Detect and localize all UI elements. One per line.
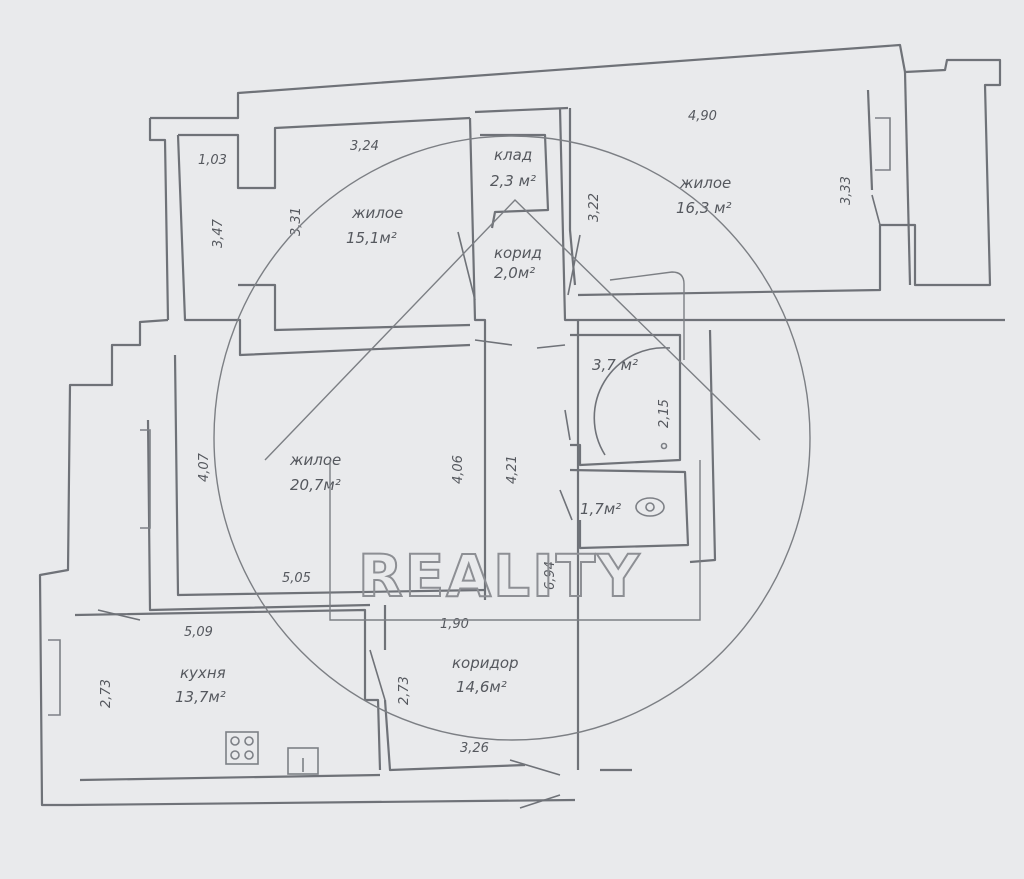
dimension-label: 1,90 xyxy=(440,617,469,632)
room-name: коридор xyxy=(452,654,519,672)
room-labels: жилое 15,1м² клад 2,3 м² жилое 16,3 м² к… xyxy=(175,146,732,706)
dimension-label: 3,47 xyxy=(211,218,226,248)
watermark-circle xyxy=(213,135,811,741)
room-area: 20,7м² xyxy=(290,476,341,494)
dimension-label: 4,90 xyxy=(688,109,717,124)
dimension-label: 6,94 xyxy=(543,561,558,590)
dimension-label: 4,07 xyxy=(197,452,212,482)
room-area: 2,3 м² xyxy=(490,172,536,190)
room-area: 16,3 м² xyxy=(676,199,732,217)
dimension-label: 2,15 xyxy=(657,399,672,428)
watermark-house-icon xyxy=(264,199,761,461)
dimension-label: 2,73 xyxy=(99,679,114,708)
room-area: 1,7м² xyxy=(580,500,621,518)
dimension-label: 3,31 xyxy=(289,207,304,236)
room-name: жилое xyxy=(679,174,731,192)
dimension-label: 2,73 xyxy=(397,676,412,705)
room-name: клад xyxy=(494,146,532,164)
shower-drain-icon xyxy=(660,442,668,450)
room-name: корид xyxy=(494,244,542,262)
dimension-labels: 1,03 3,24 4,90 3,47 3,31 3,22 3,33 4,07 … xyxy=(99,109,854,756)
stove-icon xyxy=(225,731,259,765)
dimension-label: 5,09 xyxy=(184,625,213,640)
dimension-label: 4,06 xyxy=(451,455,466,484)
dimension-label: 3,26 xyxy=(460,741,489,756)
dimension-label: 3,24 xyxy=(350,139,379,154)
doors xyxy=(97,194,881,809)
room-name: кухня xyxy=(180,664,226,682)
room-area: 14,6м² xyxy=(456,678,507,696)
room-area: 3,7 м² xyxy=(592,356,638,374)
dimension-label: 5,05 xyxy=(282,571,311,586)
watermark: REALITY xyxy=(213,135,811,741)
interior-walls xyxy=(48,89,891,772)
sink-icon xyxy=(287,747,319,775)
dimension-label: 3,22 xyxy=(587,193,602,222)
dimension-label: 4,21 xyxy=(505,455,520,484)
outer-walls xyxy=(38,43,1005,807)
room-area: 2,0м² xyxy=(494,264,535,282)
fixtures xyxy=(225,442,668,775)
room-name: жилое xyxy=(289,451,341,469)
dimension-label: 3,33 xyxy=(839,176,854,205)
toilet-icon xyxy=(635,497,665,517)
room-name: жилое xyxy=(351,204,403,222)
dimension-label: 1,03 xyxy=(198,153,227,168)
room-area: 13,7м² xyxy=(175,688,226,706)
watermark-brand: REALITY xyxy=(358,542,641,610)
room-area: 15,1м² xyxy=(346,229,397,247)
